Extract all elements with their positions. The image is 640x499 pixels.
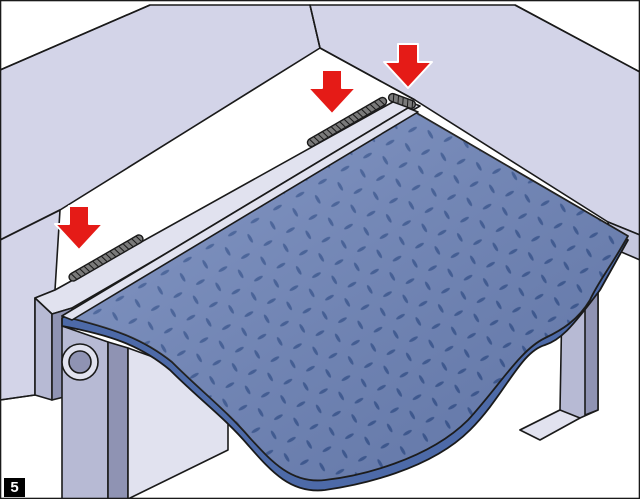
weld-ripple (122, 243, 129, 250)
down-arrow-icon (383, 43, 433, 89)
tread-plate (61, 107, 629, 492)
weld-ripple (309, 139, 316, 145)
weld-ripple (79, 268, 86, 275)
weld-ripple (135, 236, 142, 242)
weld-ripple (322, 131, 329, 138)
weld-ripple (370, 104, 376, 110)
weld-ripple (331, 126, 337, 133)
left-support-side (107, 341, 129, 499)
step-number-badge: 5 (4, 478, 25, 497)
weld-ripple (335, 124, 342, 130)
weld-ripple (92, 261, 99, 267)
weld-ripple (114, 248, 121, 255)
weld-ripple (344, 119, 350, 125)
weld-ripple (127, 241, 134, 247)
weld-bead-middle (306, 96, 388, 148)
weld-bead-right (387, 92, 417, 110)
weld-ripple (118, 246, 125, 252)
hinge-pin (68, 350, 92, 374)
weld-beads (68, 92, 417, 282)
weld-ripple (411, 101, 414, 109)
weld-ripple (326, 129, 333, 135)
weld-ripple (397, 95, 399, 104)
weld-ripple (392, 94, 395, 102)
weld-ripple (365, 106, 372, 113)
plate-hinge-lip (61, 107, 419, 321)
weld-bead-left (68, 234, 144, 282)
weld-ripple (88, 263, 95, 270)
weld-ripple (374, 101, 381, 108)
weld-ripple (105, 253, 112, 260)
plate-shading (62, 108, 628, 481)
weld-arrows (54, 43, 433, 251)
weld-ripple (109, 251, 116, 257)
weld-ripple (352, 114, 359, 120)
weld-ripple (406, 99, 409, 107)
weld-ripple (131, 238, 138, 245)
weld-ripple (313, 136, 320, 143)
weld-ripple (101, 256, 108, 262)
weld-ripple (70, 273, 77, 280)
weld-ripple (75, 271, 82, 277)
weld-ripple (318, 134, 324, 140)
weld-ripple (339, 121, 346, 128)
weld-ripple (378, 99, 385, 105)
weld-ripple (83, 266, 90, 272)
right-channel-foot (519, 409, 581, 441)
down-arrow-icon (307, 69, 357, 115)
weld-ripple (96, 258, 103, 265)
weld-ripple (361, 109, 368, 115)
frame-end-face (34, 297, 53, 401)
weld-ripple (348, 116, 355, 123)
down-arrow-icon (54, 205, 104, 251)
weld-ripple (357, 111, 363, 118)
weld-ripple (402, 97, 404, 106)
